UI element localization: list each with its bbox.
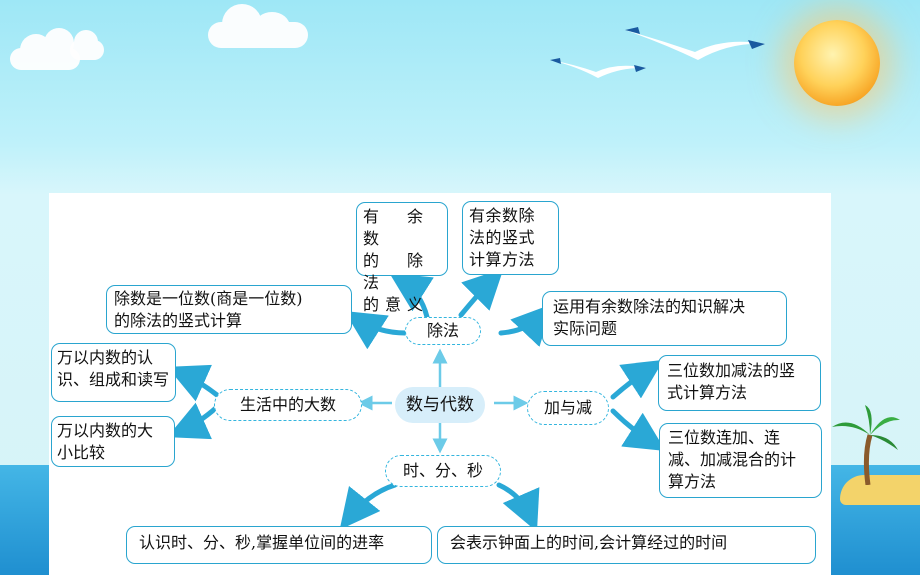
text-line: 的意义 — [363, 295, 430, 314]
large-numbers-node: 生活中的大数 — [214, 389, 362, 421]
seagull-icon — [550, 58, 646, 78]
cloud-decoration — [10, 28, 80, 70]
division-node: 除法 — [405, 317, 481, 345]
addition-subtraction-node: 加与减 — [527, 391, 609, 425]
text-line: 除数是一位数(商是一位数) — [114, 289, 303, 308]
text-line: 三位数连加、连 — [668, 428, 781, 447]
division-application-box: 运用有余数除法的知识解决 实际问题 — [542, 291, 787, 346]
connector-arrows — [167, 268, 666, 532]
text-line: 算方法 — [668, 472, 717, 491]
division-meaning-box: 有 余 数 的 除 法 的意义 — [356, 202, 452, 314]
text-line: 式计算方法 — [667, 383, 748, 402]
text-line: 的 除 法 — [363, 251, 452, 292]
text-line: 万以内数的大 — [57, 421, 154, 440]
concept-map-panel: 数与代数 除法 有 余 数 的 除 法 的意义 有余数除 法的竖式 计算方法 除… — [49, 193, 831, 575]
text-line: 万以内数的认 — [57, 348, 154, 367]
single-digit-division-box: 除数是一位数(商是一位数) 的除法的竖式计算 — [106, 285, 352, 334]
seagull-icon — [625, 27, 765, 60]
island-decoration — [840, 475, 920, 505]
text-line: 实际问题 — [553, 319, 618, 338]
text-line: 有 余 数 — [363, 207, 452, 248]
time-node: 时、分、秒 — [385, 455, 501, 487]
text-line: 的除法的竖式计算 — [114, 311, 243, 330]
text-line: 减、加减混合的计 — [668, 450, 797, 469]
text-line: 运用有余数除法的知识解决 — [553, 297, 746, 316]
palm-tree-icon — [832, 405, 900, 485]
text-line: 法的竖式 — [469, 228, 536, 247]
time-units-box: 认识时、分、秒,掌握单位间的进率 — [126, 526, 432, 564]
center-node: 数与代数 — [395, 387, 485, 423]
mixed-operations-box: 三位数连加、连 减、加减混合的计 算方法 — [659, 423, 822, 498]
text-line: 计算方法 — [469, 250, 536, 269]
text-line: 三位数加减法的竖 — [667, 361, 796, 380]
division-vertical-method-box: 有余数除 法的竖式 计算方法 — [462, 201, 559, 275]
sun-decoration — [794, 20, 880, 106]
number-recognition-box: 万以内数的认 识、组成和读写 — [51, 343, 176, 402]
cloud-decoration — [208, 4, 308, 48]
number-comparison-box: 万以内数的大 小比较 — [51, 416, 175, 467]
three-digit-addsub-box: 三位数加减法的竖 式计算方法 — [658, 355, 821, 411]
cloud-decoration — [70, 30, 104, 60]
text-line: 小比较 — [57, 443, 106, 462]
clock-reading-box: 会表示钟面上的时间,会计算经过的时间 — [437, 526, 816, 564]
text-line: 识、组成和读写 — [57, 370, 170, 389]
text-line: 有余数除 — [469, 206, 536, 225]
